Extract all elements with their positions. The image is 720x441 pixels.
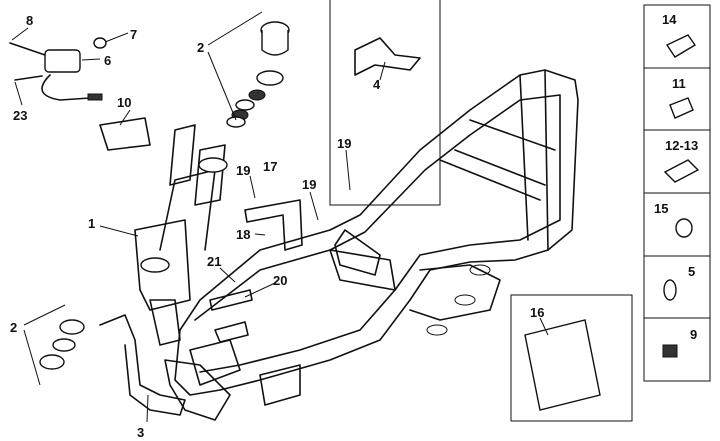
panel-label-5: 5: [688, 264, 695, 279]
callout-19-a: 19: [337, 136, 351, 151]
callout-17: 17: [263, 159, 277, 174]
panel-label-11: 11: [672, 76, 686, 91]
callout-21: 21: [207, 254, 221, 269]
side-panel: [643, 4, 711, 382]
bracket-4: [354, 37, 421, 76]
panel-label-12-13: 12-13: [665, 138, 698, 153]
callout-box-16: [510, 294, 633, 422]
callout-4: 4: [373, 77, 381, 92]
headset-parts: [39, 21, 290, 370]
callout-2-bottom: 2: [10, 320, 17, 335]
callout-10: 10: [117, 95, 131, 110]
panel-label-14: 14: [662, 12, 677, 27]
callout-box-4: [329, 0, 441, 206]
scooter-frame: [99, 69, 579, 421]
callout-1: 1: [88, 216, 95, 231]
leader-lines: [11, 11, 549, 423]
callout-6: 6: [104, 53, 111, 68]
callout-23: 23: [13, 108, 27, 123]
callout-3: 3: [137, 425, 144, 440]
callout-2-top: 2: [197, 40, 204, 55]
callout-labels: 8 7 6 23 10 2 4 19 19 17 19 18 1 21 20 2…: [10, 12, 698, 440]
callout-20: 20: [273, 273, 287, 288]
panel-label-15: 15: [654, 201, 668, 216]
panel-label-9: 9: [690, 327, 697, 342]
callout-8: 8: [26, 13, 33, 28]
callout-18: 18: [236, 227, 250, 242]
callout-19-b: 19: [236, 163, 250, 178]
callout-19-c: 19: [302, 177, 316, 192]
callout-7: 7: [130, 27, 137, 42]
callout-16: 16: [530, 305, 544, 320]
ignition-parts: [9, 37, 151, 151]
